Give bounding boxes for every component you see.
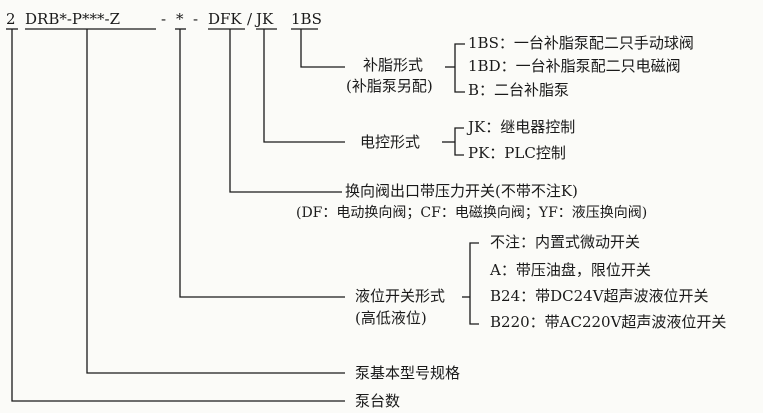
code-separator-1: -	[161, 10, 167, 28]
leader-reversing-valve	[229, 29, 342, 193]
leader-pump-count	[11, 29, 345, 402]
electric-control-option: PK：PLC控制	[468, 144, 566, 162]
code-base-model: DRB*-P***-Z	[25, 10, 120, 28]
grease-mode-title: 补脂形式	[363, 56, 424, 74]
electric-control-option: JK：继电器控制	[468, 118, 576, 136]
electric-control-title: 电控形式	[360, 133, 421, 151]
level-switch-subtitle: (高低液位)	[355, 309, 427, 327]
pump-count-label: 泵台数	[355, 392, 401, 410]
code-pump-count: 2	[6, 10, 16, 28]
leader-electric-control	[263, 29, 345, 143]
bracket-level-switch	[469, 242, 479, 325]
code-level-switch: *	[176, 10, 184, 28]
code-grease-mode: 1BS	[291, 10, 322, 28]
level-switch-option: A：带压油盘，限位开关	[490, 261, 651, 279]
reversing-valve-title: 换向阀出口带压力开关(不带不注K)	[345, 182, 578, 200]
leader-level-switch	[179, 29, 345, 298]
bracket-electric-control	[454, 127, 464, 156]
level-switch-option: 不注：内置式微动开关	[490, 233, 641, 251]
leader-grease-mode	[300, 29, 345, 68]
grease-mode-subtitle: (补脂泵另配)	[346, 77, 433, 95]
base-model-label: 泵基本型号规格	[355, 364, 461, 382]
grease-mode-option: B：二台补脂泵	[468, 81, 570, 99]
code-electric-control: JK	[256, 10, 274, 28]
grease-mode-option: 1BS：一台补脂泵配二只手动球阀	[468, 34, 694, 52]
level-switch-title: 液位开关形式	[355, 287, 446, 305]
code-reversing-valve: DFK	[208, 10, 242, 28]
code-slash: /	[247, 10, 253, 28]
bracket-grease-mode	[454, 43, 465, 93]
grease-mode-option: 1BD：一台补脂泵配二只电磁阀	[468, 57, 681, 75]
level-switch-option: B24：带DC24V超声波液位开关	[490, 287, 709, 305]
reversing-valve-subtitle: (DF：电动换向阀；CF：电磁换向阀；YF：液压换向阀)	[296, 205, 648, 221]
leader-base-model	[86, 29, 345, 374]
level-switch-option: B220：带AC220V超声波液位开关	[490, 313, 727, 331]
code-separator-2: -	[193, 10, 199, 28]
